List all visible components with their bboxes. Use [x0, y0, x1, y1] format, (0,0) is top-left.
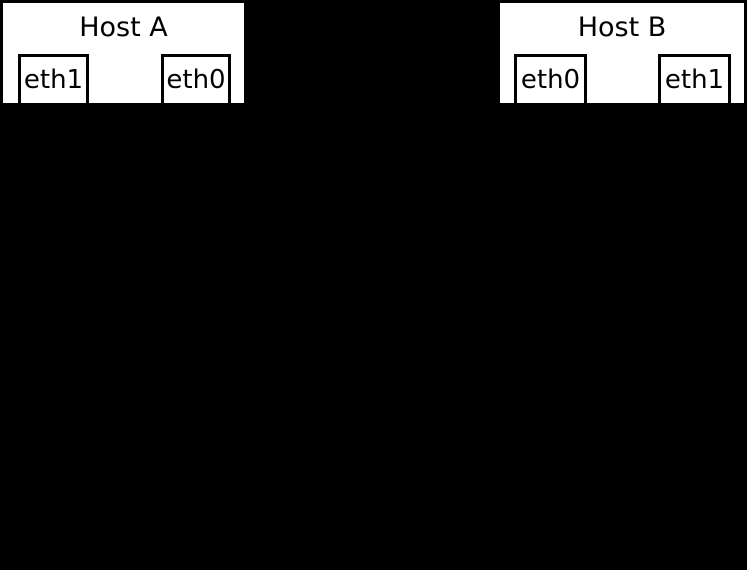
host-b-box: Host B eth0 eth1	[497, 0, 747, 106]
host-a-title: Host A	[79, 12, 168, 43]
host-b-eth1-label: eth1	[664, 65, 725, 95]
host-b-eth1-box: eth1	[658, 54, 731, 106]
host-a-eth0-label: eth0	[166, 65, 226, 95]
host-a-eth0-box: eth0	[161, 54, 231, 106]
host-a-box: Host A eth1 eth0	[0, 0, 247, 106]
host-a-eth1-label: eth1	[23, 65, 84, 95]
host-b-eth0-box: eth0	[514, 54, 587, 106]
host-a-eth1-box: eth1	[18, 54, 89, 106]
host-b-eth0-label: eth0	[520, 65, 581, 95]
host-b-title: Host B	[577, 12, 667, 43]
